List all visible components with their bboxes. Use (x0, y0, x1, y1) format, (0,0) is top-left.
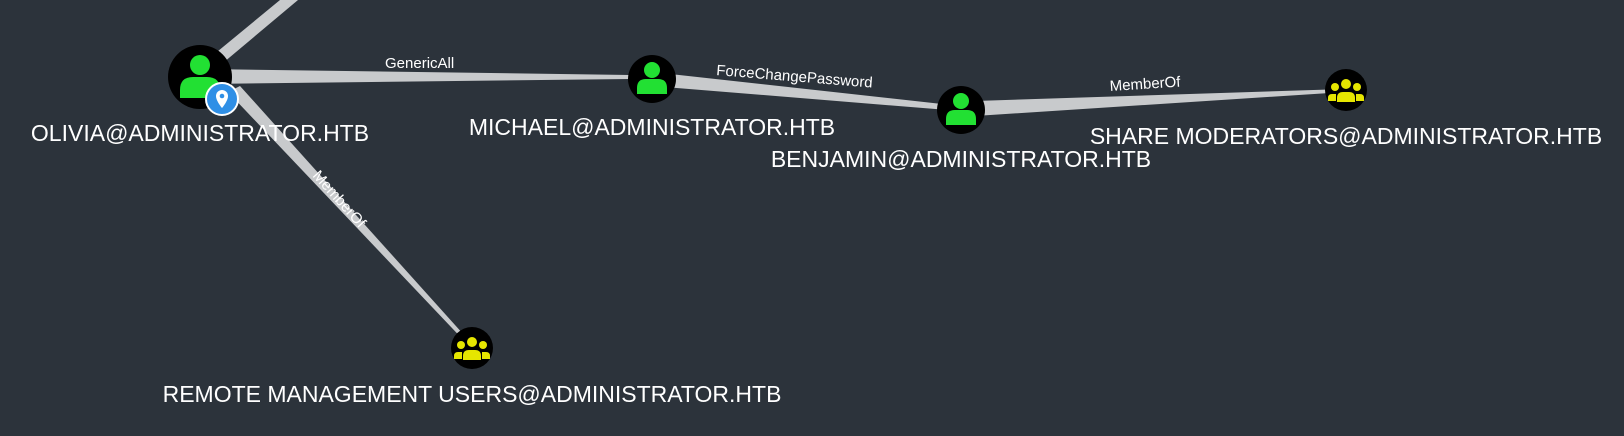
user-icon (946, 93, 976, 125)
node-label-remote-management: REMOTE MANAGEMENT USERS@ADMINISTRATOR.HT… (163, 381, 782, 407)
node-remote-management-circle[interactable] (451, 327, 493, 369)
owned-marker-icon (205, 82, 239, 116)
edge-label-member-of-remote: MemberOf (309, 167, 370, 232)
node-olivia[interactable]: OLIVIA@ADMINISTRATOR.HTB (31, 45, 369, 146)
nodes-layer: OLIVIA@ADMINISTRATOR.HTB MICHAEL@ADMINIS… (31, 45, 1602, 407)
node-share-moderators-circle[interactable] (1325, 69, 1367, 111)
group-icon (454, 337, 490, 360)
group-icon (1328, 79, 1364, 102)
node-label-benjamin: BENJAMIN@ADMINISTRATOR.HTB (771, 146, 1151, 172)
node-benjamin[interactable]: BENJAMIN@ADMINISTRATOR.HTB (771, 86, 1151, 172)
user-icon (637, 62, 667, 94)
node-label-share-moderators: SHARE MODERATORS@ADMINISTRATOR.HTB (1090, 123, 1602, 149)
node-share-moderators[interactable]: SHARE MODERATORS@ADMINISTRATOR.HTB (1090, 69, 1602, 149)
edge-labels-layer: GenericAll ForceChangePassword MemberOf … (309, 55, 1182, 232)
edge-member-of-share[interactable] (975, 89, 1345, 116)
edges-layer (195, 0, 1345, 347)
node-label-olivia: OLIVIA@ADMINISTRATOR.HTB (31, 120, 369, 146)
edge-label-member-of-share: MemberOf (1109, 74, 1182, 95)
node-label-michael: MICHAEL@ADMINISTRATOR.HTB (469, 114, 835, 140)
edge-label-generic-all: GenericAll (385, 55, 454, 72)
edge-generic-all[interactable] (205, 69, 630, 84)
edge-force-change-password[interactable] (652, 72, 960, 111)
edge-member-of-remote[interactable] (228, 86, 473, 347)
node-michael[interactable]: MICHAEL@ADMINISTRATOR.HTB (469, 55, 835, 140)
node-remote-management[interactable]: REMOTE MANAGEMENT USERS@ADMINISTRATOR.HT… (163, 327, 782, 407)
